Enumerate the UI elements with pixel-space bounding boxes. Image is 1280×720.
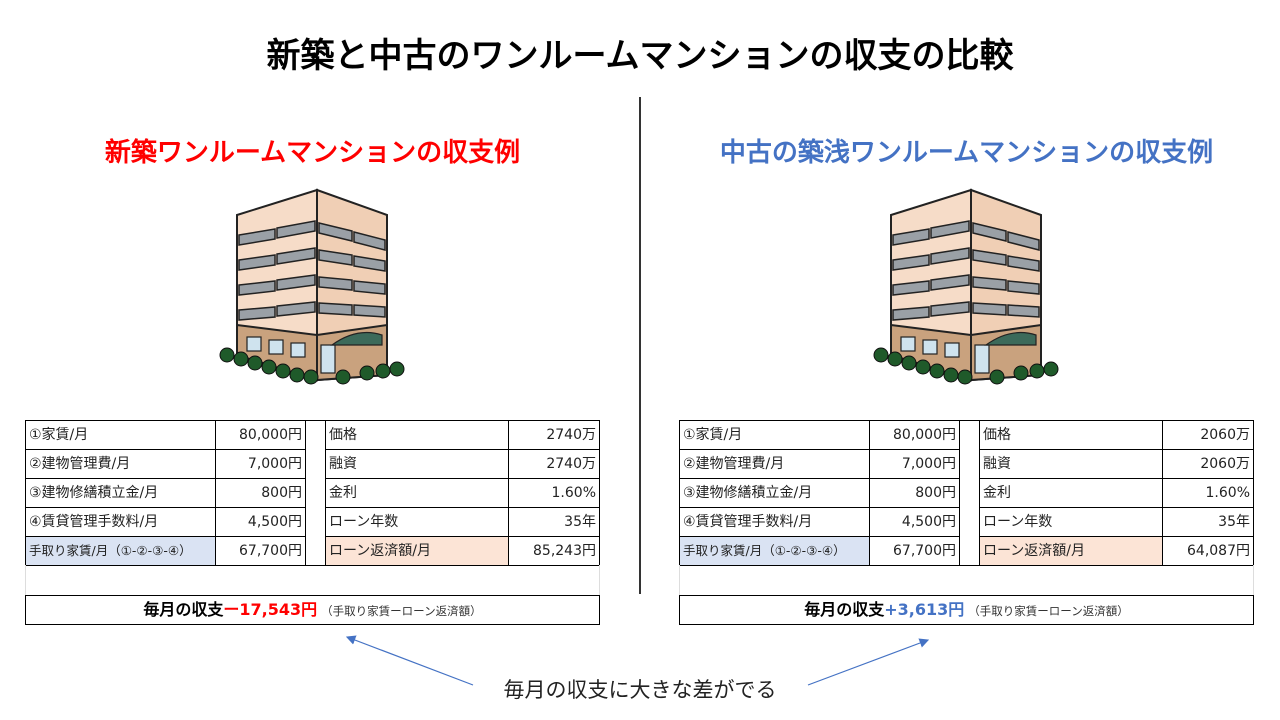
balance-label: 毎月の収支 <box>143 600 224 619</box>
empty-row <box>25 565 600 595</box>
table-gap <box>305 420 326 566</box>
building-illustration <box>219 188 405 385</box>
balance-formula: （手取り家賃ーローン返済額） <box>968 604 1129 618</box>
balance-value: ー17,543円 <box>223 600 318 619</box>
loan-payment-label: ローン返済額/月 <box>325 536 509 566</box>
divider <box>639 97 641 594</box>
monthly-balance: 毎月の収支+3,613円（手取り家賃ーローン返済額） <box>679 595 1254 625</box>
loan-payment-label: ローン返済額/月 <box>979 536 1163 566</box>
balance-value: +3,613円 <box>884 600 965 619</box>
balance-label: 毎月の収支 <box>804 600 885 619</box>
comparison-note: 毎月の収支に大きな差がでる <box>503 678 777 702</box>
building-illustration <box>873 188 1059 385</box>
monthly-balance: 毎月の収支ー17,543円（手取り家賃ーローン返済額） <box>25 595 600 625</box>
arrow-left <box>345 635 474 686</box>
loan-payment-value: 85,243円 <box>508 536 600 566</box>
table-gap <box>959 420 980 566</box>
panel-heading: 新築ワンルームマンションの収支例 <box>104 138 521 168</box>
net-rent-label: 手取り家賃/月（①-②-③-④） <box>25 536 216 566</box>
arrow-right <box>807 638 930 686</box>
net-rent-label: 手取り家賃/月（①-②-③-④） <box>679 536 870 566</box>
empty-row <box>679 565 1254 595</box>
page-title: 新築と中古のワンルームマンションの収支の比較 <box>266 36 1014 76</box>
panel-heading: 中古の築浅ワンルームマンションの収支例 <box>719 138 1214 168</box>
loan-payment-value: 64,087円 <box>1162 536 1254 566</box>
balance-formula: （手取り家賃ーローン返済額） <box>321 604 482 618</box>
